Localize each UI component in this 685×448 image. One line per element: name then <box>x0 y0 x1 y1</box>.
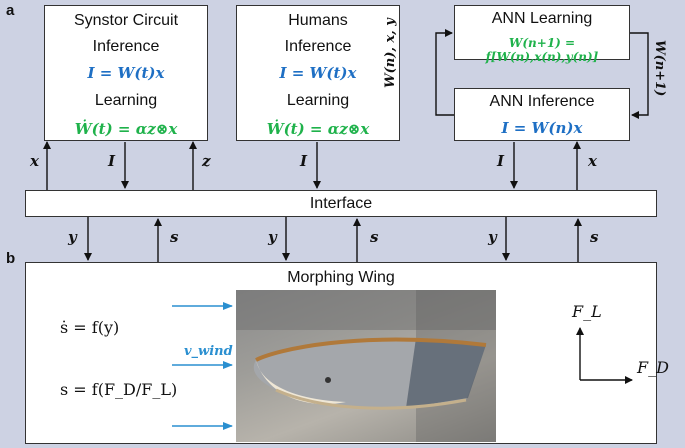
synstor-inference-label: Inference <box>92 38 160 55</box>
interface-label: Interface <box>309 195 373 212</box>
arrow-loop-right <box>630 32 649 119</box>
ann-learning-box: ANN Learning W(n+1) = f[W(n),x(n),y(n)] <box>454 5 630 64</box>
lift-force-label: F_L <box>572 302 602 321</box>
morphing-wing-photo <box>236 290 496 442</box>
signal-y-1: y <box>68 228 77 246</box>
interface-box: Interface <box>25 190 657 217</box>
ann-inference-equation: I = W(n)x <box>501 119 583 137</box>
wing-equation-sdot: ṡ = f(y) <box>60 318 120 337</box>
wing-equation-s: s = f(F_D/F_L) <box>60 380 178 399</box>
synstor-title: Synstor Circuit <box>73 12 179 29</box>
humans-learning-equation: Ẇ(t) = αz⊗x <box>266 120 370 138</box>
ann-inference-box: ANN Inference I = W(n)x <box>454 88 630 141</box>
synstor-learning-equation: Ẇ(t) = αz⊗x <box>74 120 178 138</box>
arrow-loop-left <box>435 29 454 116</box>
signal-s-2: s <box>370 228 379 246</box>
morphing-wing-title: Morphing Wing <box>287 269 395 286</box>
signal-s-1: s <box>170 228 179 246</box>
signal-y-2: y <box>268 228 277 246</box>
synstor-learning-label: Learning <box>94 92 158 109</box>
ann-inference-title: ANN Inference <box>489 93 595 110</box>
signal-I-humans: I <box>300 152 308 170</box>
humans-inference-equation: I = W(t)x <box>279 64 357 82</box>
humans-inference-label: Inference <box>284 38 352 55</box>
ann-learning-title: ANN Learning <box>491 10 593 27</box>
humans-learning-label: Learning <box>286 92 350 109</box>
signal-z-synstor: z <box>202 152 211 170</box>
signal-s-3: s <box>590 228 599 246</box>
panel-label-a: a <box>6 2 15 19</box>
synstor-circuit-box: Synstor Circuit Inference I = W(t)x Lear… <box>44 5 208 141</box>
signal-x-ann: x <box>588 152 597 170</box>
ann-learning-equation: W(n+1) = f[W(n),x(n),y(n)] <box>485 36 599 64</box>
wind-velocity-label: v_wind <box>184 344 233 359</box>
humans-box: Humans Inference I = W(t)x Learning Ẇ(t)… <box>236 5 400 141</box>
signal-I-synstor: I <box>108 152 116 170</box>
humans-title: Humans <box>288 12 348 29</box>
signal-y-3: y <box>488 228 497 246</box>
synstor-inference-equation: I = W(t)x <box>87 64 165 82</box>
drag-force-label: F_D <box>637 358 669 377</box>
signal-x-synstor: x <box>30 152 39 170</box>
signal-I-ann: I <box>497 152 505 170</box>
panel-label-b: b <box>6 250 16 267</box>
